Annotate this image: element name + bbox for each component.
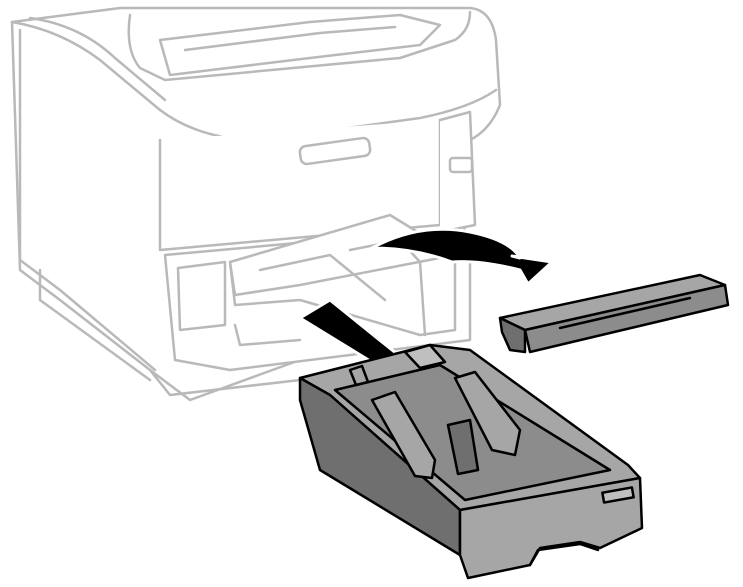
cassette-front-wall	[458, 476, 644, 580]
cassette-label-plate	[601, 486, 635, 504]
cover-slot	[558, 296, 692, 330]
top-edge-line-2	[28, 16, 167, 102]
printer-body	[10, 6, 502, 402]
inner-guide-2	[258, 253, 387, 302]
paper-cassette	[298, 343, 644, 580]
side-port	[448, 156, 474, 174]
cover-front	[498, 316, 527, 354]
cassette-front-handle	[528, 542, 600, 567]
cassette-slot-inner	[176, 260, 227, 332]
side-guide-left	[370, 390, 437, 480]
lower-base	[148, 323, 302, 397]
inner-tray-edge	[228, 253, 457, 297]
front-handle	[298, 136, 372, 166]
left-foot	[38, 268, 152, 382]
cassette-cover-part	[498, 273, 730, 354]
top-edge-line	[10, 20, 162, 112]
cassette-rear-lip	[403, 343, 447, 370]
curved-arrow	[370, 227, 554, 286]
end-guide	[446, 418, 480, 476]
side-guide-right	[453, 370, 522, 457]
curved-arrow-shape	[370, 227, 554, 286]
adf-tray-inner	[183, 25, 397, 52]
cassette-corner-tab	[348, 364, 370, 387]
scanner-lid	[127, 10, 472, 82]
